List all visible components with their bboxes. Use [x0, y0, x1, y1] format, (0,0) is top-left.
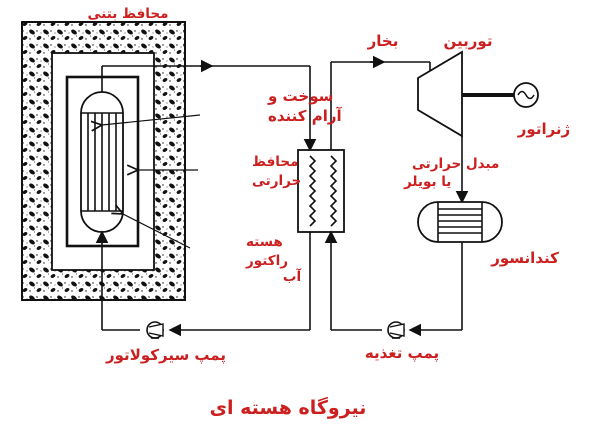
diagram-title: نیروگاه هسته ای [210, 396, 367, 419]
circulator-pump-icon [146, 321, 164, 339]
feed-pump-label: پمپ تغذیه [365, 344, 439, 363]
feed-pump-icon [387, 321, 405, 339]
steam-label: بخار [367, 32, 399, 50]
secondary-loop [324, 55, 469, 337]
fuel-moderator-label-line1: سوخت و [267, 87, 333, 105]
reactor-core-label-line2: راکتور [245, 253, 288, 269]
reactor-vessel [80, 91, 124, 233]
water-label: آب [283, 268, 302, 285]
fuel-moderator-label-line2: آرام کننده [268, 107, 342, 125]
generator-icon [513, 82, 539, 108]
condenser-label: کندانسور [490, 249, 559, 267]
generator-label: ژنراتور [517, 120, 570, 138]
thermal-shield-label-line2: حرارتی [252, 173, 301, 189]
heat-exchanger-label-line1: مبدل حرارتی [412, 156, 499, 172]
leader-lines [102, 114, 201, 249]
primary-loop [95, 59, 317, 337]
thermal-shield-label-line1: محافظ [252, 154, 298, 170]
circulator-pump-label: پمپ سیرکولاتور [105, 346, 226, 365]
heat-exchanger-label-line2: یا بویلر [403, 174, 451, 190]
reactor-core-label-line1: هسته [246, 234, 283, 250]
turbine-icon [417, 50, 514, 138]
turbine-label: توربین [444, 32, 493, 50]
condenser [417, 201, 503, 243]
heat-exchanger [297, 149, 345, 233]
concrete-shield-label: محافظ بتنی [88, 6, 169, 22]
